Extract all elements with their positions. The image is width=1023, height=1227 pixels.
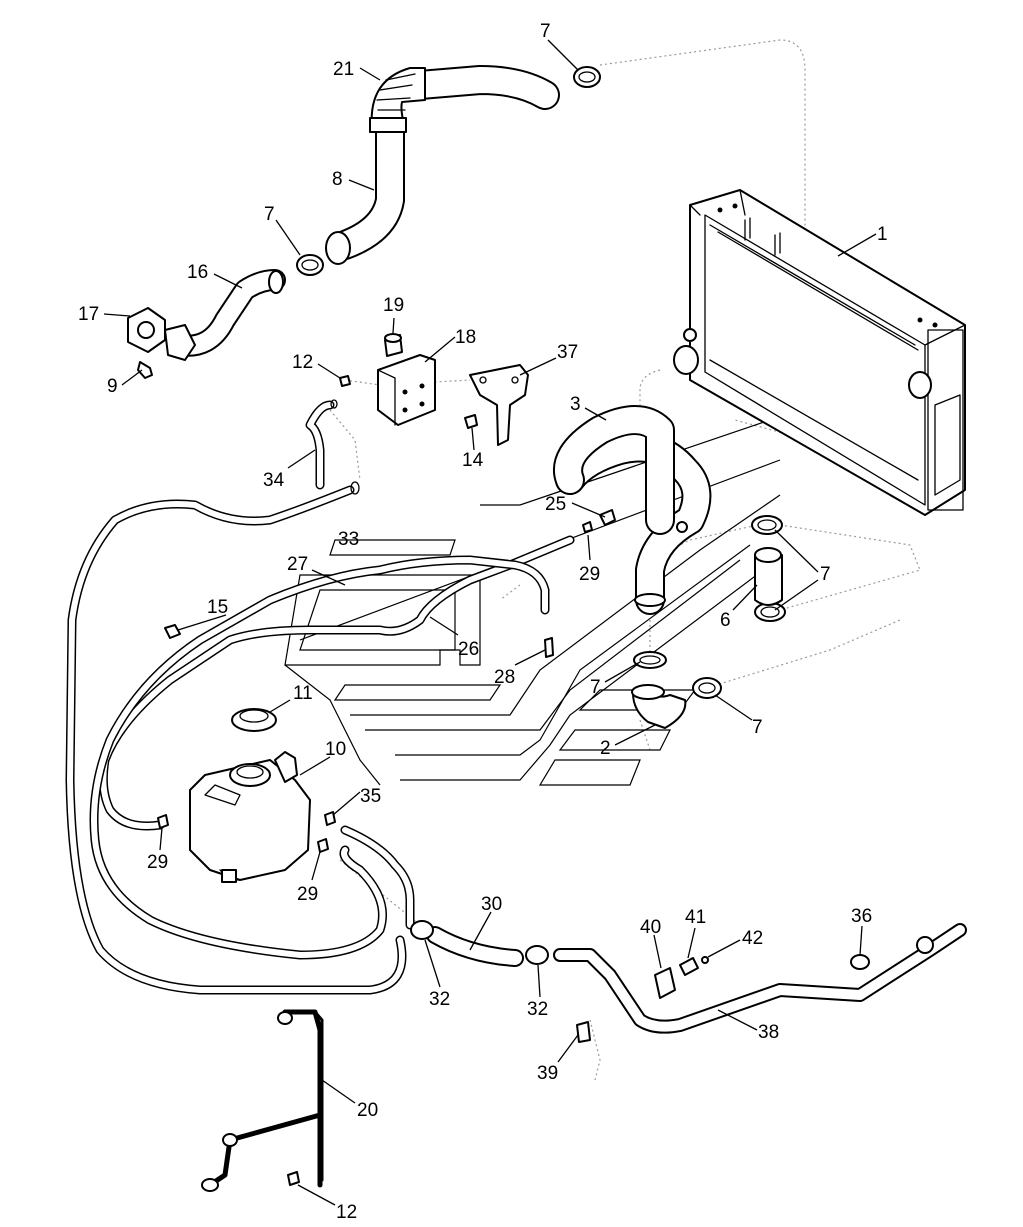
mounting-bracket <box>339 333 436 426</box>
callout-2: 2 <box>600 738 611 759</box>
coolant-outlet-pipe <box>127 269 286 379</box>
callout-41: 41 <box>685 907 706 928</box>
heater-hose <box>410 920 549 967</box>
callout-15: 15 <box>207 597 228 618</box>
callout-27: 27 <box>287 554 308 575</box>
callout-35: 35 <box>360 786 381 807</box>
callout-7-lower-right: 7 <box>752 717 763 738</box>
callout-29-left: 29 <box>147 852 168 873</box>
callout-30: 30 <box>481 894 502 915</box>
callout-11: 11 <box>293 683 313 704</box>
callout-12-upper: 12 <box>292 352 313 373</box>
overflow-hose <box>65 481 407 995</box>
callout-10: 10 <box>325 739 346 760</box>
callout-29-lower: 29 <box>297 884 318 905</box>
callout-26: 26 <box>458 639 479 660</box>
callout-40: 40 <box>640 917 661 938</box>
callout-20: 20 <box>357 1100 378 1121</box>
callout-7-top: 7 <box>540 21 551 42</box>
callout-17: 17 <box>78 304 99 325</box>
radiator <box>673 189 966 516</box>
callout-34: 34 <box>263 470 285 491</box>
callout-9: 9 <box>107 376 118 397</box>
callout-32-right: 32 <box>527 999 548 1020</box>
small-fittings <box>157 509 616 853</box>
background-outline-graphics <box>284 419 781 786</box>
callout-29-upper: 29 <box>579 564 600 585</box>
callout-12-lower: 12 <box>336 1202 357 1223</box>
callout-21: 21 <box>333 59 354 80</box>
lower-elbow <box>631 684 687 729</box>
callout-14: 14 <box>462 450 484 471</box>
support-bracket <box>464 364 529 446</box>
callout-18: 18 <box>455 327 476 348</box>
callout-19: 19 <box>383 295 404 316</box>
expansion-tank <box>189 708 311 883</box>
callout-42: 42 <box>742 928 763 949</box>
callout-39: 39 <box>537 1063 558 1084</box>
coupling-hose <box>754 547 783 606</box>
leader-lines <box>103 39 877 1206</box>
callout-7-upper-left: 7 <box>264 204 275 225</box>
callout-28: 28 <box>494 667 515 688</box>
callout-33: 33 <box>338 529 359 550</box>
upper-radiator-hose <box>325 65 560 265</box>
small-vent-hose <box>305 399 338 490</box>
callout-36: 36 <box>851 906 872 927</box>
callout-7-right: 7 <box>820 564 831 585</box>
callout-labels: 7 21 8 7 16 17 9 19 12 18 37 14 34 1 3 2… <box>78 21 888 1223</box>
callout-25: 25 <box>545 494 566 515</box>
coolant-pipes <box>89 535 575 960</box>
callout-1: 1 <box>877 224 888 245</box>
hose-clamps <box>296 66 786 699</box>
lower-radiator-hose <box>553 405 712 615</box>
return-pipe <box>553 923 967 1043</box>
callout-8: 8 <box>332 169 343 190</box>
callout-6: 6 <box>720 610 731 631</box>
callout-3: 3 <box>570 394 581 415</box>
callout-7-middle: 7 <box>590 677 601 698</box>
support-rod <box>201 1009 324 1192</box>
callout-32-left: 32 <box>429 989 450 1010</box>
callout-16: 16 <box>187 262 208 283</box>
callout-37: 37 <box>557 342 578 363</box>
callout-38: 38 <box>758 1022 779 1043</box>
